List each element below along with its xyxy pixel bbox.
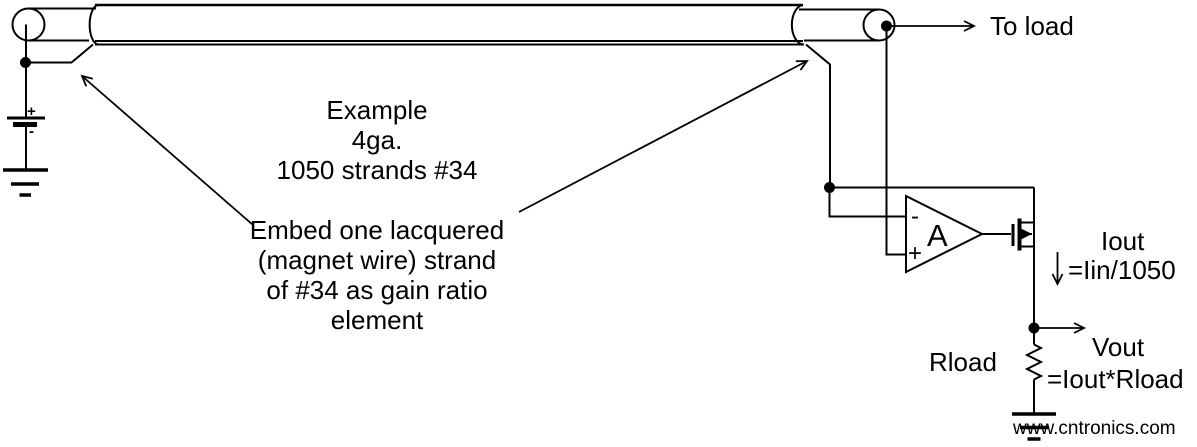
- mosfet-icon: [1011, 218, 1034, 251]
- battery-icon: [7, 116, 45, 127]
- vout-label: Vout: [1092, 332, 1145, 362]
- ground-icon-left: [3, 168, 48, 197]
- iout-label: Iout: [1101, 226, 1145, 256]
- opamp-triangle: [905, 194, 985, 274]
- embed-note-line: (magnet wire) strand: [258, 245, 496, 275]
- opamp-icon: - + A: [905, 194, 985, 274]
- annotation-arrow-left: [80, 74, 254, 226]
- embed-note-line: Embed one lacquered: [250, 215, 504, 245]
- cable-right-end-face: [862, 8, 896, 42]
- ground-icon-right: [1012, 412, 1056, 441]
- wire-to-inverting-input: [828, 187, 906, 218]
- wire-strand-left-exit: [25, 43, 94, 64]
- cable-jacket-left-rim: [88, 4, 99, 46]
- example-note-line: Example: [326, 95, 427, 125]
- junction-dot-left: [20, 57, 31, 68]
- vout-formula-label: =Iout*Rload: [1047, 364, 1184, 394]
- example-note: Example 4ga. 1050 strands #34: [277, 95, 478, 185]
- embed-note-line: element: [331, 305, 424, 335]
- sense-wiring: [805, 26, 1035, 328]
- cable-jacket-right-rim: [790, 4, 804, 46]
- junction-dot-bundle-end: [881, 20, 892, 32]
- annotation-arrow-right: [518, 60, 809, 213]
- to-load-label: To load: [990, 11, 1074, 41]
- iout-formula-label: =Iin/1050: [1068, 255, 1176, 285]
- wire-bundle-to-noninverting-input: [885, 26, 906, 256]
- battery-plus-label: +: [27, 103, 36, 120]
- source-wiring: [25, 24, 94, 169]
- resistor-zigzag: [1024, 343, 1044, 381]
- rload-label: Rload: [929, 347, 997, 377]
- cable-left-end-face: [11, 7, 46, 42]
- wire-strand-right-exit: [805, 43, 831, 188]
- cable-icon: [11, 3, 896, 46]
- resistor-icon: [1024, 328, 1044, 413]
- watermark-text: www.cntronics.com: [1012, 418, 1176, 439]
- battery-minus-label: -: [29, 123, 34, 140]
- mosfet-arrow: [1021, 228, 1032, 240]
- junction-dot-strand: [824, 182, 835, 193]
- example-note-line: 1050 strands #34: [277, 155, 478, 185]
- opamp-gain-label: A: [927, 218, 948, 253]
- example-note-line: 4ga.: [352, 125, 403, 155]
- embed-note-line: of #34 as gain ratio: [266, 275, 487, 305]
- embed-note: Embed one lacquered (magnet wire) strand…: [250, 215, 504, 335]
- opamp-noninverting-label: +: [908, 240, 922, 267]
- opamp-inverting-label: -: [911, 203, 919, 230]
